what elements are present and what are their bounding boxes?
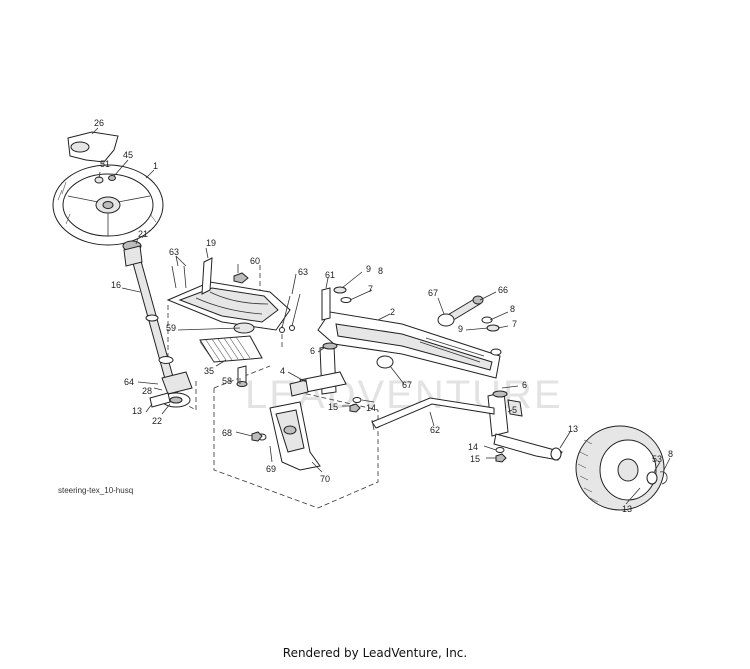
steering-shaft xyxy=(122,240,179,398)
callout-9b: 9 xyxy=(458,324,463,334)
mounting-plate xyxy=(166,257,291,331)
steering-wheel xyxy=(52,164,164,246)
callout-14b: 14 xyxy=(468,442,478,452)
front-tire xyxy=(575,425,665,511)
callout-13c: 13 xyxy=(622,504,632,514)
callout-6a: 6 xyxy=(310,346,315,356)
callout-14a: 14 xyxy=(366,403,376,413)
front-axle xyxy=(317,311,501,379)
callout-66: 66 xyxy=(498,285,508,295)
axle-bracket xyxy=(251,401,321,471)
callout-16: 16 xyxy=(111,280,121,290)
callout-7b: 7 xyxy=(512,319,517,329)
callout-8a: 8 xyxy=(378,266,383,276)
kingpin-hardware-right xyxy=(481,316,502,356)
callout-62: 62 xyxy=(430,425,440,435)
callout-51: 51 xyxy=(100,159,110,169)
callout-60: 60 xyxy=(250,256,260,266)
fasteners-14-15 xyxy=(349,397,507,463)
kingpin-hardware-left xyxy=(321,286,352,321)
steering-wheel-cap xyxy=(67,131,119,163)
callout-58: 58 xyxy=(222,376,232,386)
callout-13b: 13 xyxy=(568,424,578,434)
pinion-assembly xyxy=(149,371,193,408)
callout-59: 59 xyxy=(166,323,176,333)
callout-63b: 63 xyxy=(298,267,308,277)
bolt-66 xyxy=(437,295,484,327)
callout-8c: 8 xyxy=(668,449,673,459)
callout-2: 2 xyxy=(390,307,395,317)
diagram-code: steering-tex_10-husq xyxy=(58,486,134,495)
drag-link xyxy=(371,397,495,431)
callout-9a: 9 xyxy=(366,264,371,274)
callout-35: 35 xyxy=(204,366,214,376)
wheel-spacer xyxy=(550,447,562,461)
callout-68: 68 xyxy=(222,428,232,438)
callout-67b: 67 xyxy=(402,380,412,390)
wheel-clip xyxy=(646,471,668,485)
callout-19: 19 xyxy=(206,238,216,248)
callout-15a: 15 xyxy=(328,402,338,412)
callout-13a: 13 xyxy=(132,406,142,416)
callout-70: 70 xyxy=(320,474,330,484)
callout-53: 53 xyxy=(652,454,662,464)
callout-21: 21 xyxy=(138,229,148,239)
callout-15b: 15 xyxy=(470,454,480,464)
callout-63a: 63 xyxy=(169,247,179,257)
callout-5: 5 xyxy=(512,405,517,415)
leader-lines xyxy=(91,127,671,505)
callout-6b: 6 xyxy=(522,380,527,390)
bolts-63 xyxy=(171,265,301,333)
footer-credit: Rendered by LeadVenture, Inc. xyxy=(282,646,468,660)
callout-22: 22 xyxy=(152,416,162,426)
callout-labels: 26 51 45 1 21 16 63 19 60 63 61 9 8 7 2 … xyxy=(94,118,673,514)
callout-64: 64 xyxy=(124,377,134,387)
callout-26: 26 xyxy=(94,118,104,128)
spindle-left xyxy=(289,342,347,397)
callout-28: 28 xyxy=(142,386,152,396)
callout-69: 69 xyxy=(266,464,276,474)
callout-45: 45 xyxy=(123,150,133,160)
spindle-right xyxy=(487,390,563,461)
callout-7a: 7 xyxy=(368,284,373,294)
callout-1: 1 xyxy=(153,161,158,171)
callout-61: 61 xyxy=(325,270,335,280)
spacer-67-lower xyxy=(376,355,394,369)
callout-8b: 8 xyxy=(510,304,515,314)
sector-gear xyxy=(199,322,263,387)
callout-67a: 67 xyxy=(428,288,438,298)
wheel-fasteners xyxy=(94,175,116,184)
callout-4: 4 xyxy=(280,366,285,376)
nut-60 xyxy=(233,272,249,284)
